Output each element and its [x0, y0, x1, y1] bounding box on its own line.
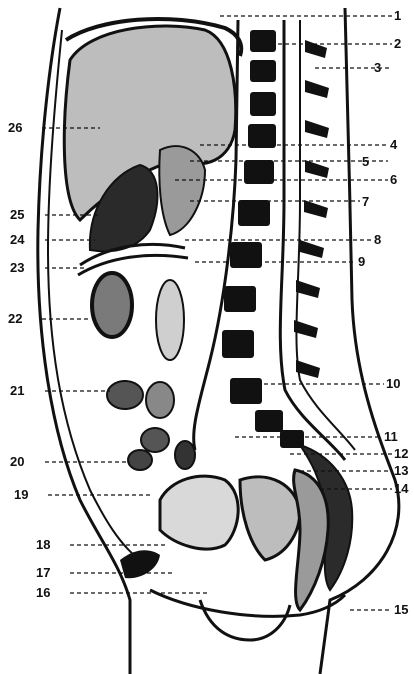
label-18: 18 [36, 537, 50, 552]
label-26: 26 [8, 120, 22, 135]
bowel-loop-4 [146, 382, 174, 418]
label-24: 24 [10, 232, 25, 247]
pubic-symphysis [120, 550, 160, 578]
label-3: 3 [374, 60, 381, 75]
label-9: 9 [358, 254, 365, 269]
bowel-loop-7 [175, 441, 195, 469]
label-23: 23 [10, 260, 24, 275]
pancreas [159, 146, 205, 235]
bowel-loop-3 [107, 381, 143, 409]
rectum [294, 470, 329, 610]
bowel-loop-6 [128, 450, 152, 470]
label-10: 10 [386, 376, 400, 391]
label-25: 25 [10, 207, 24, 222]
label-16: 16 [36, 585, 50, 600]
label-7: 7 [362, 194, 369, 209]
label-8: 8 [374, 232, 381, 247]
label-14: 14 [394, 481, 409, 496]
label-5: 5 [362, 154, 369, 169]
bladder [160, 476, 238, 549]
bowel-loop-2 [156, 280, 184, 360]
label-11: 11 [384, 429, 398, 444]
label-20: 20 [10, 454, 24, 469]
label-19: 19 [14, 487, 28, 502]
label-15: 15 [394, 602, 408, 617]
perineum [200, 600, 290, 640]
label-2: 2 [394, 36, 401, 51]
label-22: 22 [8, 311, 22, 326]
label-1: 1 [394, 8, 401, 23]
bowel-loop-5 [141, 428, 169, 452]
label-21: 21 [10, 383, 24, 398]
label-17: 17 [36, 565, 50, 580]
label-13: 13 [394, 463, 408, 478]
uterus [240, 477, 300, 560]
label-4: 4 [390, 137, 398, 152]
label-6: 6 [390, 172, 397, 187]
pelvic-floor [150, 590, 345, 616]
bowel-loop-1 [92, 273, 132, 337]
label-12: 12 [394, 446, 408, 461]
